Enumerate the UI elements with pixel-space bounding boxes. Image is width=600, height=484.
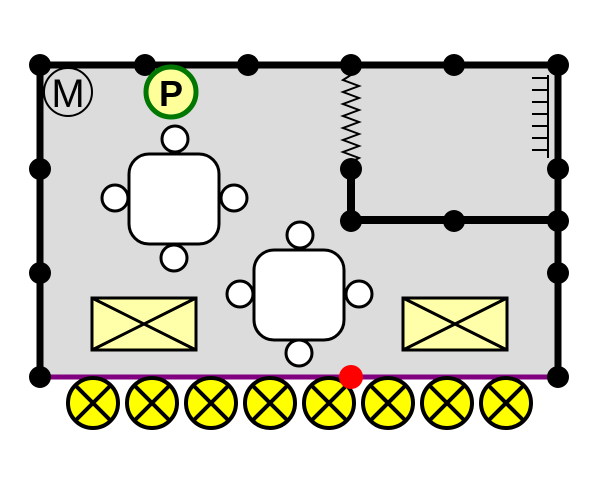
wall-node xyxy=(443,54,465,76)
wall-node xyxy=(134,54,156,76)
chair xyxy=(284,338,314,368)
m-marker: M xyxy=(43,67,93,117)
wall-ladder xyxy=(532,75,549,158)
p-marker: P xyxy=(143,64,199,120)
table-top xyxy=(127,152,221,246)
wall-node xyxy=(29,158,51,180)
table-top xyxy=(252,248,346,342)
lamp xyxy=(302,376,356,430)
wall-node xyxy=(237,54,259,76)
wall-node xyxy=(547,262,569,284)
chair xyxy=(100,183,130,213)
red-dot xyxy=(339,365,363,389)
p-marker-label: P xyxy=(159,73,183,114)
lamp xyxy=(361,376,415,430)
wall-node xyxy=(547,54,569,76)
lamp xyxy=(479,376,533,430)
wall-node xyxy=(340,54,362,76)
chair xyxy=(225,279,255,309)
m-marker-label: M xyxy=(51,72,84,116)
wall-node xyxy=(340,210,362,232)
wall-node xyxy=(443,210,465,232)
table-1 xyxy=(100,124,249,273)
wall-node xyxy=(29,366,51,388)
crate-right xyxy=(401,296,509,352)
lamp xyxy=(184,376,238,430)
lamp xyxy=(125,376,179,430)
chair xyxy=(285,220,315,250)
lamp xyxy=(420,376,474,430)
spring-connector xyxy=(340,65,362,168)
wall-node xyxy=(547,158,569,180)
wall-node xyxy=(29,262,51,284)
wall-node xyxy=(547,366,569,388)
wall-node xyxy=(340,158,362,180)
table-2 xyxy=(225,220,374,368)
chair xyxy=(344,279,374,309)
lamp-row xyxy=(66,376,533,430)
chair xyxy=(160,124,190,154)
lamp xyxy=(243,376,297,430)
wall-node xyxy=(547,210,569,232)
chair xyxy=(219,183,249,213)
wall-node xyxy=(29,54,51,76)
chair xyxy=(159,243,189,273)
crate-left xyxy=(90,296,198,352)
lamp xyxy=(66,376,120,430)
wall-nodes xyxy=(29,54,569,388)
